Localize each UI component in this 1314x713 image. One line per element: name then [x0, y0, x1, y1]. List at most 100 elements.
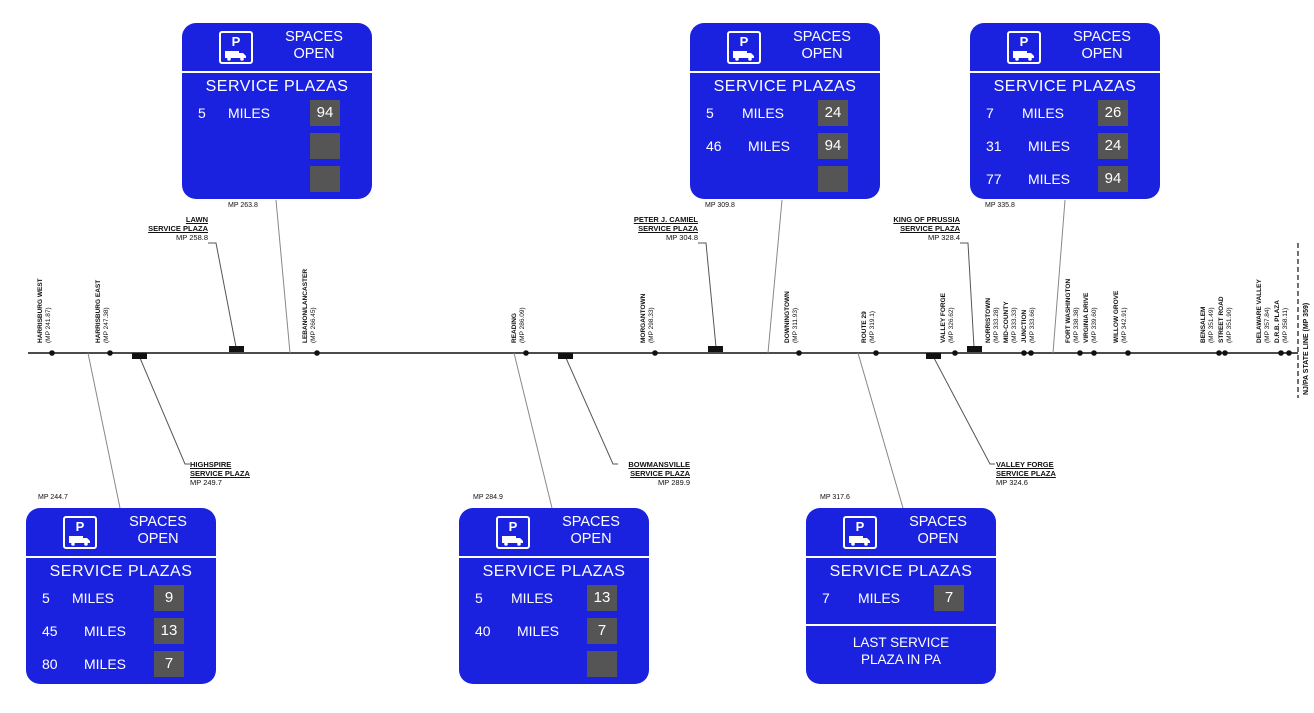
interchange-label: MORGANTOWN(MP 298.33)	[640, 293, 655, 343]
sign-row: 5 MILES 24	[690, 98, 880, 131]
parking-truck-icon: P	[843, 516, 877, 549]
miles-label: MILES	[742, 105, 785, 121]
spaces-count-blank	[310, 133, 340, 159]
plaza-marker-lawn	[229, 346, 244, 352]
spaces-count: 24	[818, 100, 848, 126]
distance-number: 45	[42, 623, 58, 639]
distance-number: 5	[475, 590, 483, 606]
leader-s6	[857, 352, 904, 509]
plaza-marker-kop	[967, 346, 982, 352]
miles-label: MILES	[72, 590, 115, 606]
parking-letter: P	[231, 34, 241, 49]
sign-mp-label: MP 317.6	[820, 494, 850, 501]
distance-number: 5	[706, 105, 714, 121]
distance-number: 7	[986, 105, 994, 121]
sign-row: 80 MILES 7	[26, 649, 216, 682]
service-plazas-title: SERVICE PLAZAS	[993, 78, 1137, 95]
leader-valleyforge	[933, 357, 995, 465]
parking-letter: P	[75, 519, 85, 534]
sign-row: 40 MILES 7	[459, 616, 649, 649]
spaces-count: 24	[1098, 133, 1128, 159]
sign-mp-label: MP 284.9	[473, 494, 503, 501]
sign-row: 5 MILES 94	[182, 98, 372, 131]
miles-label: MILES	[517, 623, 560, 639]
sign-row: 5 MILES 9	[26, 583, 216, 616]
interchange-label: ROUTE 29(MP 319.1)	[861, 310, 876, 343]
spaces-count: 7	[587, 618, 617, 644]
interchange-dot	[873, 350, 879, 356]
state-line-label: NJ/PA STATE LINE (MP 359)	[1303, 302, 1310, 395]
spaces-count-blank	[587, 651, 617, 677]
plaza-marker-highspire	[132, 353, 147, 359]
spaces-count: 94	[818, 133, 848, 159]
sign-row	[182, 131, 372, 164]
plaza-marker-valleyforge	[926, 353, 941, 359]
sign-mp-label: MP 263.8	[228, 202, 258, 209]
service-plazas-title: SERVICE PLAZAS	[205, 78, 349, 95]
spaces-count-blank	[818, 166, 848, 192]
distance-number: 7	[822, 590, 830, 606]
leader-highspire	[139, 357, 190, 465]
interchange-label: D.R.B. PLAZA(MP 358.11)	[1274, 300, 1289, 343]
leader-bowmansville	[565, 357, 618, 465]
sign-mp-label: MP 335.8	[985, 202, 1015, 209]
miles-label: MILES	[1022, 105, 1065, 121]
sign-row: 46 MILES 94	[690, 131, 880, 164]
parking-truck-icon: P	[727, 31, 761, 64]
miles-label: MILES	[748, 138, 791, 154]
interchange-label: STREET ROAD(MP 351.90)	[1218, 296, 1233, 343]
plaza-label-highspire: HIGHSPIRE SERVICE PLAZA MP 249.7	[190, 460, 250, 487]
spaces-count: 7	[934, 585, 964, 611]
service-plazas-title: SERVICE PLAZAS	[829, 563, 973, 580]
interchange-dot	[1222, 350, 1228, 356]
sign-row: 77 MILES 94	[970, 164, 1160, 197]
plaza-label-lawn: LAWN SERVICE PLAZA MP 258.8	[148, 215, 208, 242]
distance-number: 77	[986, 171, 1002, 187]
miles-label: MILES	[858, 590, 901, 606]
sign-row	[690, 164, 880, 197]
distance-number: 46	[706, 138, 722, 154]
sign-row: 31 MILES 24	[970, 131, 1160, 164]
miles-label: MILES	[84, 656, 127, 672]
sign-row: 7 MILES 26	[970, 98, 1160, 131]
leader-s4	[87, 352, 121, 509]
leader-s1	[275, 199, 291, 354]
spaces-count: 7	[154, 651, 184, 677]
sign-row	[459, 649, 649, 682]
parking-truck-icon: P	[1007, 31, 1041, 64]
spaces-count: 94	[1098, 166, 1128, 192]
leader-kop	[960, 242, 975, 348]
spaces-count: 26	[1098, 100, 1128, 126]
service-plazas-title: SERVICE PLAZAS	[482, 563, 626, 580]
interchange-label: DELAWARE VALLEY(MP 357.84)	[1256, 279, 1271, 343]
parking-truck-icon: P	[63, 516, 97, 549]
sign-row: 5 MILES 13	[459, 583, 649, 616]
sign-row	[182, 164, 372, 197]
miles-label: MILES	[1028, 138, 1071, 154]
miles-label: MILES	[228, 105, 271, 121]
spaces-count-blank	[310, 166, 340, 192]
distance-number: 5	[42, 590, 50, 606]
leader-lawn	[208, 242, 237, 348]
interchange-dot	[652, 350, 658, 356]
interchange-label: FORT WASHINGTON(MP 338.38)	[1065, 278, 1080, 343]
interchange-label: VIRGINIA DRIVE(MP 339.60)	[1083, 292, 1098, 343]
plaza-marker-peter	[708, 346, 723, 352]
interchange-label: DOWNINGTOWN(MP 311.93)	[784, 291, 799, 343]
distance-number: 5	[198, 105, 206, 121]
interchange-dot	[1077, 350, 1083, 356]
interchange-dot	[1091, 350, 1097, 356]
interchange-dot	[1278, 350, 1284, 356]
